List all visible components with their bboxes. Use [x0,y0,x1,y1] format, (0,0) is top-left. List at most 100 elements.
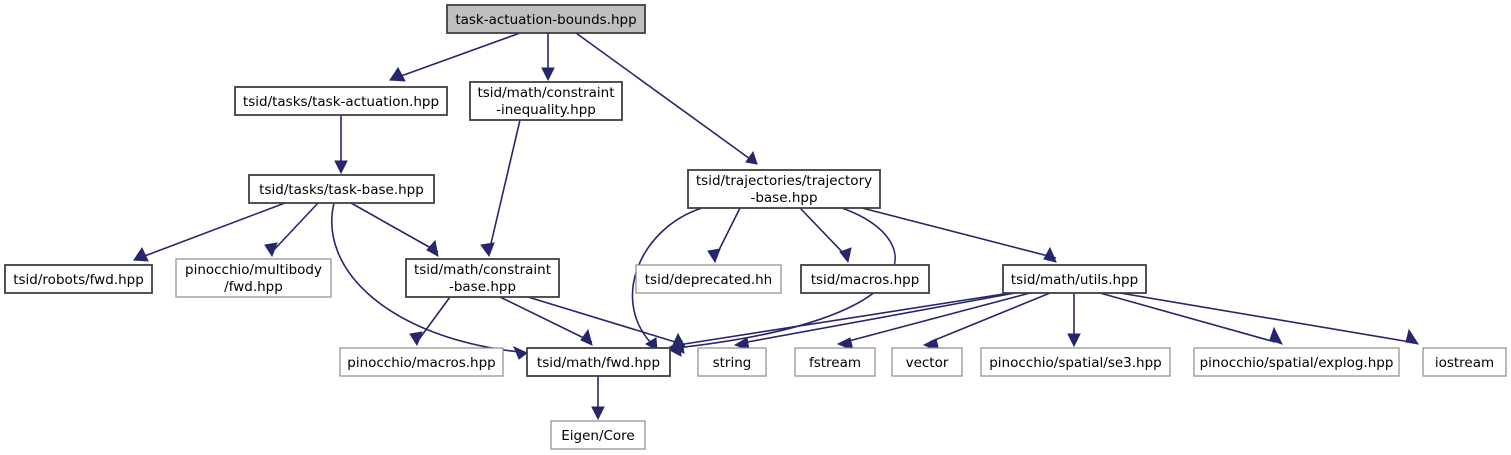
node-label: tsid/math/fwd.hpp [537,355,660,371]
graph-node-iostream[interactable]: iostream [1422,347,1507,377]
node-label: tsid/robots/fwd.hpp [13,272,144,288]
arrowhead-icon [745,150,758,165]
node-rect[interactable] [635,264,782,294]
node-rect[interactable] [550,420,646,450]
graph-node-macros[interactable]: tsid/macros.hpp [800,264,930,294]
edge-task-base-to-pinocchio-multibody-fwd [264,202,319,258]
edge-line [527,296,686,346]
arrowhead-icon [644,337,658,351]
node-rect[interactable] [175,258,332,298]
node-rect[interactable] [339,347,504,377]
node-rect[interactable] [4,264,153,294]
edge-line [741,292,1016,344]
graph-node-task-actuation[interactable]: tsid/tasks/task-actuation.hpp [234,86,448,116]
edge-math-utils-to-pinocchio-se3 [1067,293,1081,348]
node-rect[interactable] [687,169,881,209]
arrowhead-icon [409,331,423,347]
edge-task-actuation-to-task-base [334,115,348,175]
edge-line [844,292,1031,343]
edge-line [861,207,1057,259]
node-label-line2: -inequality.hpp [496,102,596,118]
arrowhead-icon [836,337,854,351]
graph-node-vector[interactable]: vector [891,347,963,377]
graph-node-task-actuation-bounds[interactable]: task-actuation-bounds.hpp [446,4,646,34]
arrowhead-icon [1405,328,1420,345]
edge-math-utils-to-iostream [1119,292,1420,345]
edges-layer [133,32,1420,421]
node-label: pinocchio/spatial/se3.hpp [989,355,1162,371]
edge-math-utils-to-fstream [836,292,1031,351]
edge-line [1099,292,1276,343]
arrowhead-icon [541,67,555,82]
edge-line [389,32,521,81]
edge-line [416,296,451,343]
node-rect[interactable] [405,258,560,298]
edge-math-utils-to-math-fwd [668,292,1011,354]
node-rect[interactable] [469,81,623,121]
node-label: tsid/deprecated.hh [645,272,772,288]
edge-math-utils-to-vector [922,292,1051,352]
arrowhead-icon [707,248,721,264]
graph-node-pinocchio-multibody-fwd[interactable]: pinocchio/multibody/fwd.hpp [175,258,332,298]
node-rect[interactable] [1193,347,1400,377]
edge-task-base-to-robots-fwd [133,202,286,262]
node-label: tsid/math/utils.hpp [1011,272,1138,288]
edge-task-actuation-bounds-to-constraint-inequality [541,33,555,82]
node-label: task-actuation-bounds.hpp [455,12,636,28]
node-rect[interactable] [526,347,671,377]
node-label-line2: /fwd.hpp [224,279,283,295]
graph-node-math-fwd[interactable]: tsid/math/fwd.hpp [526,347,671,377]
node-rect[interactable] [980,347,1171,377]
node-label: pinocchio/macros.hpp [347,355,495,371]
edge-line [350,202,439,253]
node-label: Eigen/Core [561,428,635,444]
edge-constraint-inequality-to-constraint-base [480,119,521,258]
node-rect[interactable] [446,4,646,34]
edge-line [575,32,758,165]
node-rect[interactable] [1002,264,1147,294]
graph-node-pinocchio-macros[interactable]: pinocchio/macros.hpp [339,347,504,377]
graph-node-pinocchio-se3[interactable]: pinocchio/spatial/se3.hpp [980,347,1171,377]
edge-line [929,292,1051,343]
edge-line [499,296,593,343]
graph-node-fstream[interactable]: fstream [794,347,876,377]
edge-line [271,202,319,253]
graph-node-string[interactable]: string [697,347,767,377]
arrowhead-icon [668,340,685,354]
graph-node-deprecated[interactable]: tsid/deprecated.hh [635,264,782,294]
edge-trajectory-base-to-math-utils [861,207,1057,263]
graph-node-constraint-base[interactable]: tsid/math/constraint-base.hpp [405,258,560,298]
node-rect[interactable] [1422,347,1507,377]
graph-node-constraint-inequality[interactable]: tsid/math/constraint-inequality.hpp [469,81,623,121]
edge-trajectory-base-to-macros [799,207,852,264]
node-rect[interactable] [248,174,435,204]
node-label-line1: tsid/math/constraint [477,85,614,101]
arrowhead-icon [1067,333,1081,348]
node-label: vector [906,355,949,371]
graph-node-eigen-core[interactable]: Eigen/Core [550,420,646,450]
node-label-line2: -base.hpp [449,279,516,295]
node-rect[interactable] [794,347,876,377]
edge-line [799,207,849,259]
graph-node-robots-fwd[interactable]: tsid/robots/fwd.hpp [4,264,153,294]
arrowhead-icon [480,242,495,258]
edge-line [1119,292,1411,343]
node-rect[interactable] [234,86,448,116]
edge-line [488,119,521,253]
node-label: tsid/macros.hpp [811,272,920,288]
arrowhead-icon [1043,246,1057,263]
graph-node-task-base[interactable]: tsid/tasks/task-base.hpp [248,174,435,204]
node-rect[interactable] [800,264,930,294]
node-label-line1: tsid/math/constraint [414,262,551,278]
graph-node-pinocchio-explog[interactable]: pinocchio/spatial/explog.hpp [1193,347,1400,377]
arrowhead-icon [513,346,528,360]
node-rect[interactable] [697,347,767,377]
edge-task-actuation-bounds-to-trajectory-base [575,32,758,165]
node-rect[interactable] [891,347,963,377]
edge-task-base-to-math-fwd [331,202,528,360]
graph-node-math-utils[interactable]: tsid/math/utils.hpp [1002,264,1147,294]
edge-constraint-base-to-pinocchio-macros [409,296,451,347]
graph-node-trajectory-base[interactable]: tsid/trajectories/trajectory-base.hpp [687,169,881,209]
edge-constraint-base-to-math-fwd [499,296,593,346]
